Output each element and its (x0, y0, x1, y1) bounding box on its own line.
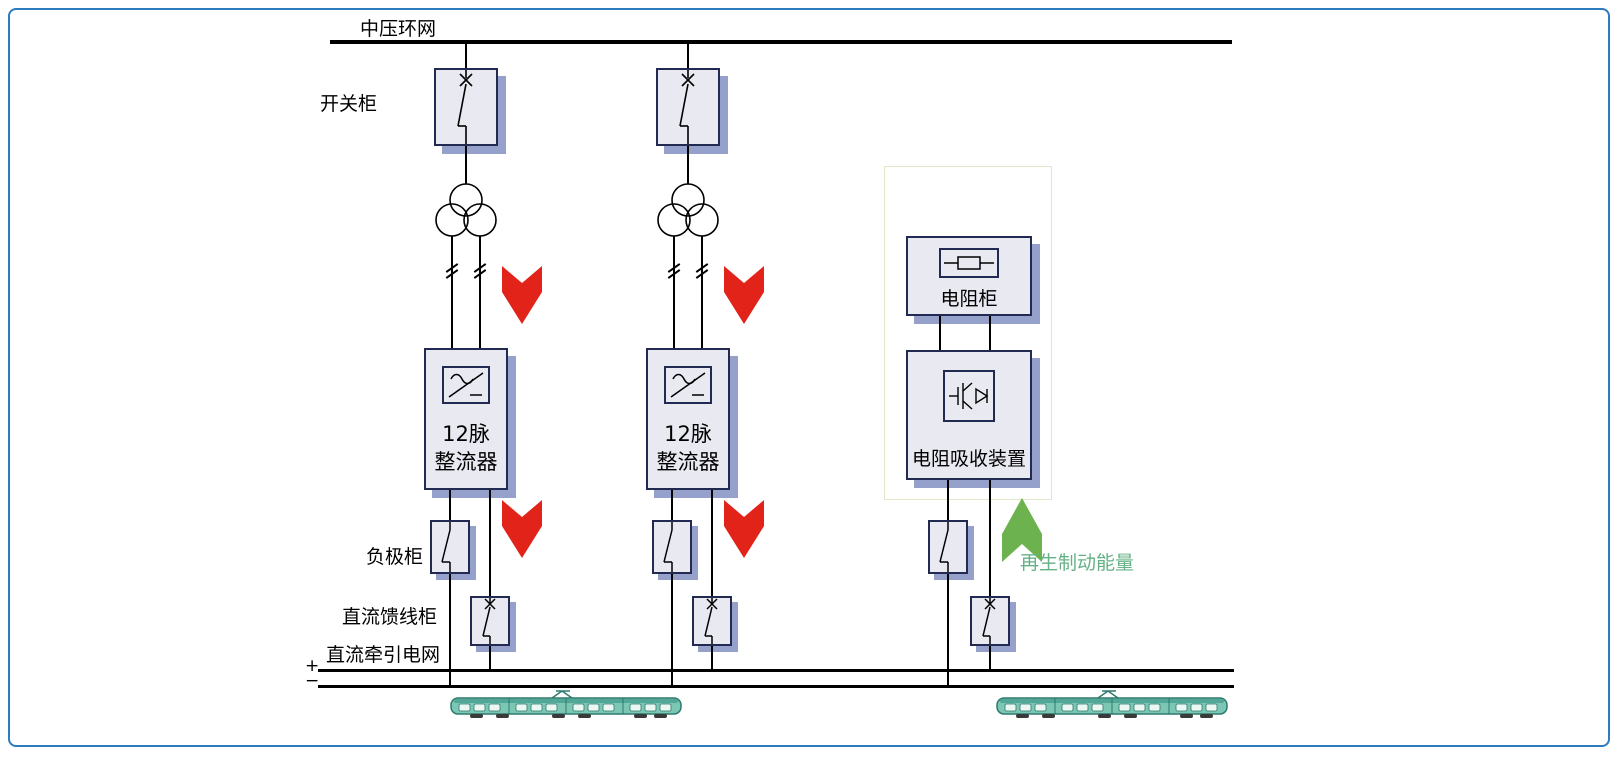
outer-border (8, 8, 1610, 747)
wire (671, 490, 673, 520)
dc-traction-label: 直流牵引电网 (326, 644, 441, 666)
acdc-converter-icon (664, 366, 712, 404)
wire (449, 490, 451, 520)
rectifier-cabinet-2: 12脉 整流器 (646, 348, 730, 490)
wire (989, 646, 991, 672)
disconnect-switch-icon (663, 522, 673, 572)
plus-label: + (305, 656, 320, 676)
wire (465, 146, 467, 184)
acdc-converter-icon (442, 366, 490, 404)
transformer-icon (657, 183, 719, 237)
resistor-icon (939, 248, 999, 278)
resistor-absorber-cabinet: 电阻吸收装置 (906, 350, 1032, 480)
wire (673, 236, 675, 348)
dc-feeder-label: 直流馈线柜 (342, 606, 438, 628)
wire (947, 480, 949, 520)
rectifier-label-line1: 12脉 (664, 422, 712, 446)
regen-flow-up-arrow (1002, 498, 1042, 562)
negative-cabinet-2 (652, 520, 692, 574)
breaker-icon (982, 598, 996, 644)
switchgear-cabinet-1 (434, 68, 498, 146)
rectifier-label-line2: 整流器 (656, 450, 720, 474)
rectifier-label-line1: 12脉 (442, 422, 490, 446)
switchgear-cabinet-2 (656, 68, 720, 146)
rectifier-cabinet-1: 12脉 整流器 (424, 348, 508, 490)
breaker-icon (704, 598, 718, 644)
power-flow-down-arrow (502, 266, 542, 324)
wire (687, 44, 689, 68)
wire (687, 146, 689, 184)
wire (489, 646, 491, 672)
igbt-icon (943, 370, 995, 422)
negative-cabinet-label: 负极柜 (366, 546, 424, 568)
wire (989, 480, 991, 596)
switchgear-label: 开关柜 (320, 93, 378, 115)
wire (465, 44, 467, 68)
disconnect-switch-icon (441, 522, 451, 572)
power-flow-down-arrow (724, 500, 764, 558)
dc-feeder-cabinet-3 (970, 596, 1010, 646)
dc-feeder-cabinet-2 (692, 596, 732, 646)
tram-icon (996, 690, 1228, 718)
resistor-absorber-label: 电阻吸收装置 (911, 448, 1026, 470)
regen-energy-label: 再生制动能量 (1020, 552, 1135, 574)
wire (939, 316, 941, 350)
transformer-icon (435, 183, 497, 237)
wire (479, 236, 481, 348)
wire (671, 574, 673, 688)
negative-cabinet-3 (928, 520, 968, 574)
minus-label: − (305, 671, 320, 691)
resistor-cabinet-label: 电阻柜 (940, 288, 998, 310)
wire (711, 646, 713, 672)
dc-feeder-cabinet-1 (470, 596, 510, 646)
wire (989, 316, 991, 350)
power-flow-down-arrow (502, 500, 542, 558)
wire (451, 236, 453, 348)
mv-bus-line (330, 40, 1232, 44)
wire (711, 490, 713, 596)
dc-minus-line (318, 685, 1234, 688)
breaker-icon (679, 70, 695, 144)
tram-icon (450, 690, 682, 718)
disconnect-switch-icon (939, 522, 949, 572)
wire (947, 574, 949, 688)
negative-cabinet-1 (430, 520, 470, 574)
power-flow-down-arrow (724, 266, 764, 324)
rectifier-label-line2: 整流器 (434, 450, 498, 474)
wire (489, 490, 491, 596)
wire (449, 574, 451, 688)
breaker-icon (482, 598, 496, 644)
wire (701, 236, 703, 348)
dc-plus-line (318, 669, 1234, 672)
resistor-cabinet: 电阻柜 (906, 236, 1032, 316)
mv-ring-label: 中压环网 (360, 18, 437, 40)
breaker-icon (457, 70, 473, 144)
